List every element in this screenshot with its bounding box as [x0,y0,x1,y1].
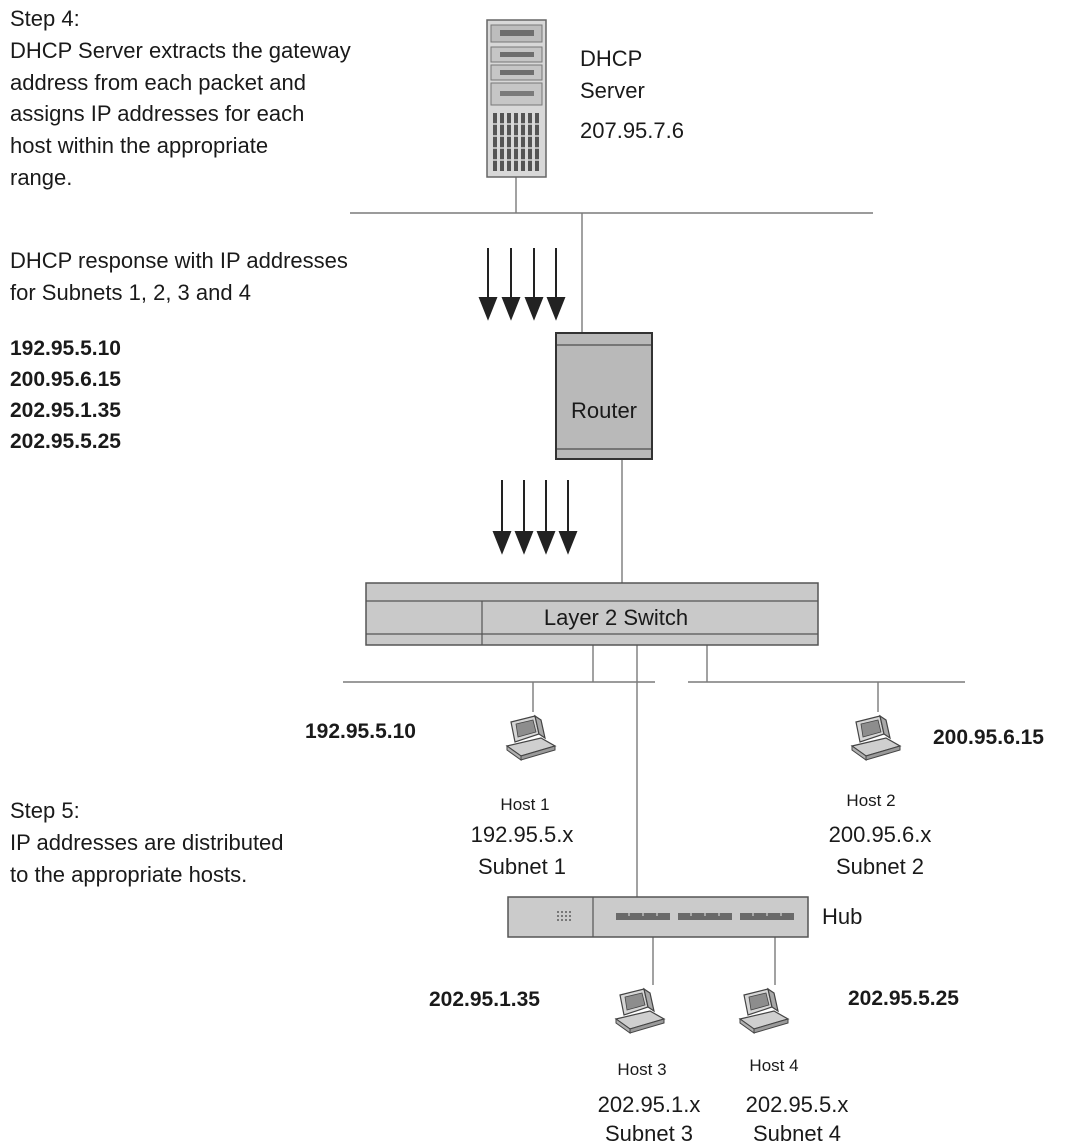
desktop-computer-icon [851,715,901,761]
desktop-computer-icon [615,988,665,1034]
down-arrow-icon [536,480,556,555]
response-line: for Subnets 1, 2, 3 and 4 [10,280,251,305]
host-subnet: Subnet 4 [753,1121,841,1146]
step4-text: Step 4: DHCP Server extracts the gateway… [10,6,351,190]
layer2-switch-icon [365,582,819,646]
host-network: 192.95.5.x [471,822,574,847]
host-assigned-ip: 200.95.6.15 [933,726,1044,749]
host-assigned-ip: 202.95.5.25 [848,987,959,1010]
step4-line: range. [10,165,72,190]
response-arrows-lower [492,480,578,555]
hub-label: Hub [822,904,862,929]
down-arrow-icon [492,480,512,555]
host-network: 202.95.1.x [598,1092,701,1117]
down-arrow-icon [558,480,578,555]
network-wires [343,177,965,985]
step5-line: to the appropriate hosts. [10,862,247,887]
host-subnet: Subnet 3 [605,1121,693,1146]
server-label-line2: Server [580,78,645,103]
down-arrow-icon [501,248,521,321]
step5-line: IP addresses are distributed [10,830,284,855]
step5-text: Step 5: IP addresses are distributed to … [10,798,284,887]
host-subnet: Subnet 2 [836,854,924,879]
step4-line: host within the appropriate [10,133,268,158]
host-name: Host 2 [846,791,895,810]
host-network: 202.95.5.x [746,1092,849,1117]
dhcp-server-icon [486,19,547,178]
hub-icon [507,896,809,938]
step4-line: DHCP Server extracts the gateway [10,38,351,63]
host-assigned-ip: 192.95.5.10 [305,720,416,743]
host1: Host 1 192.95.5.x Subnet 1 192.95.5.10 [305,715,574,879]
host3: Host 3 202.95.1.x Subnet 3 202.95.1.35 [429,988,700,1146]
server-label-line1: DHCP [580,46,642,71]
response-ip: 200.95.6.15 [10,368,121,391]
response-ip: 202.95.1.35 [10,399,121,422]
host2: Host 2 200.95.6.x Subnet 2 200.95.6.15 [829,715,1044,879]
router-label: Router [571,398,637,423]
server-ip: 207.95.7.6 [580,118,684,143]
down-arrow-icon [514,480,534,555]
response-line: DHCP response with IP addresses [10,248,348,273]
host4: Host 4 202.95.5.x Subnet 4 202.95.5.25 [739,987,959,1146]
host-name: Host 4 [749,1056,798,1075]
router-icon [555,332,653,460]
desktop-computer-icon [739,988,789,1034]
step4-line: assigns IP addresses for each [10,101,304,126]
step4-line: address from each packet and [10,70,306,95]
switch-label: Layer 2 Switch [544,605,688,630]
response-arrows-upper [478,248,566,321]
step5-line: Step 5: [10,798,80,823]
step4-line: Step 4: [10,6,80,31]
host-network: 200.95.6.x [829,822,932,847]
down-arrow-icon [546,248,566,321]
host-assigned-ip: 202.95.1.35 [429,988,540,1011]
host-name: Host 3 [617,1060,666,1079]
response-ip: 192.95.5.10 [10,337,121,360]
down-arrow-icon [478,248,498,321]
desktop-computer-icon [506,715,556,761]
host-subnet: Subnet 1 [478,854,566,879]
host-name: Host 1 [500,795,549,814]
down-arrow-icon [524,248,544,321]
response-ip: 202.95.5.25 [10,430,121,453]
